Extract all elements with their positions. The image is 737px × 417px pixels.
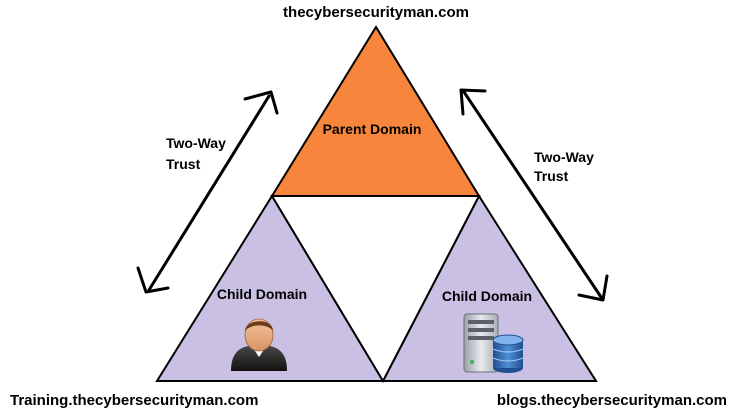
left-two-way-arrow (136, 90, 279, 294)
left-trust-line1: Two-Way (166, 135, 226, 151)
child-domain-left-url: Training.thecybersecurityman.com (10, 392, 258, 409)
right-trust-line2: Trust (534, 168, 569, 184)
parent-domain-label: Parent Domain (323, 121, 422, 137)
user-avatar-icon (231, 318, 287, 371)
server-database-icon (463, 313, 524, 373)
left-trust-line2: Trust (166, 156, 201, 172)
center-gap-triangle (270, 195, 481, 384)
site-url-label: thecybersecurityman.com (283, 4, 469, 21)
right-trust-line1: Two-Way (534, 149, 594, 165)
right-two-way-arrow (459, 88, 609, 302)
child-domain-right-url: blogs.thecybersecurityman.com (497, 392, 727, 409)
child-domain-left-label: Child Domain (217, 286, 307, 302)
child-domain-right-label: Child Domain (442, 288, 532, 304)
parent-domain-triangle (270, 25, 481, 197)
